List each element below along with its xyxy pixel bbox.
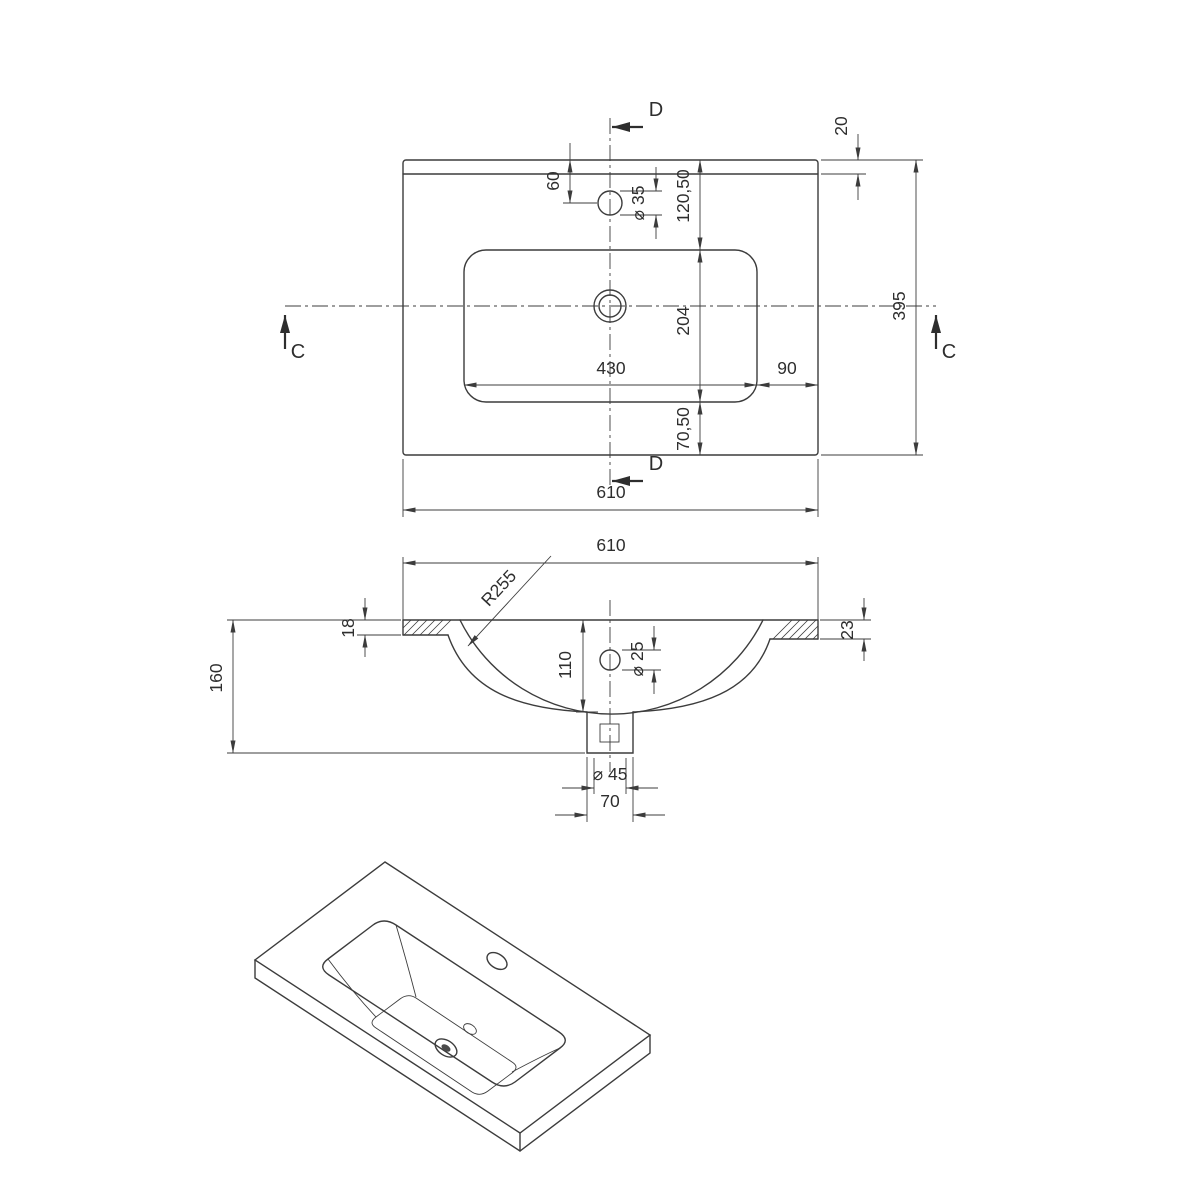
section-dimensions: 610 R255 18 23 160: [206, 535, 871, 822]
overflow-hole-section: [599, 649, 621, 671]
section-c-label-right: C: [942, 341, 956, 363]
dim-faucet-offset: 60: [543, 143, 597, 204]
dim-label-dia45: ⌀ 45: [593, 764, 628, 784]
dim-label-dia25: ⌀ 25: [627, 642, 647, 677]
dim-faucet-diameter: ⌀ 35: [620, 167, 662, 239]
dim-bowl-to-edge: 90: [756, 358, 819, 388]
bowl-outer-curve-right: [632, 638, 771, 713]
dim-label-70-50: 70,50: [673, 407, 693, 451]
dim-overall-depth: 395: [821, 159, 923, 456]
dim-label-23: 23: [837, 620, 857, 639]
bowl-outline-top: [463, 249, 758, 403]
iso-bowl-wall-right: [511, 1047, 561, 1073]
section-cut-markers: D D C C: [280, 99, 956, 486]
dim-vertical-chain: 120,50 204 70,50: [673, 159, 703, 456]
dim-label-395: 395: [889, 291, 909, 320]
dim-label-r255: R255: [477, 566, 520, 610]
dim-label-610-section: 610: [596, 535, 625, 555]
top-view-dimensions: 60 ⌀ 35 120,50 204 70,50 430 90: [402, 116, 923, 517]
dim-label-430: 430: [596, 358, 625, 378]
dim-drain-width: 70: [555, 757, 665, 822]
iso-bowl-bottom: [371, 995, 517, 1095]
basin-top-outline: [402, 159, 819, 456]
dim-label-160: 160: [206, 663, 226, 692]
hatch-left-rim: [402, 619, 452, 636]
dim-overall-width-section: 610: [402, 535, 819, 620]
iso-drain: [434, 1038, 458, 1058]
bowl-inner-curve: [459, 619, 764, 715]
dim-overflow-diameter: ⌀ 25: [622, 626, 661, 694]
hatch-right-rim: [772, 619, 819, 640]
iso-bowl-wall-back: [395, 924, 417, 998]
section-d-label-top: D: [649, 99, 663, 121]
dim-label-90: 90: [777, 358, 797, 378]
dim-right-thickness: 23: [820, 598, 871, 661]
dim-bowl-depth: 110: [555, 619, 598, 713]
section-object: [402, 619, 819, 754]
bowl-outer-curve-left: [447, 634, 588, 713]
isometric-view: [253, 861, 652, 1152]
dim-label-18: 18: [338, 618, 358, 637]
dim-label-60: 60: [543, 171, 563, 191]
iso-drain-center: [441, 1044, 451, 1052]
faucet-hole-top: [597, 190, 623, 216]
drain-fitting: [586, 711, 634, 754]
dim-overall-width-top: 610: [402, 459, 819, 517]
iso-top-face: [253, 861, 652, 1134]
dim-label-20: 20: [831, 116, 851, 136]
top-view-centerlines: [285, 118, 936, 487]
iso-faucet-hole: [486, 951, 508, 971]
dim-label-204: 204: [673, 306, 693, 335]
dim-label-120-50: 120,50: [673, 169, 693, 223]
drain-outer-top: [593, 289, 627, 323]
dim-left-thickness: 18: [338, 598, 401, 657]
drain-hole-section: [599, 723, 620, 743]
iso-bowl-rim: [322, 920, 566, 1087]
section-c-label-left: C: [291, 341, 305, 363]
dim-label-610-top: 610: [596, 482, 625, 502]
drain-inner-top: [598, 294, 622, 318]
section-d-label-bottom: D: [649, 453, 663, 475]
iso-overflow-hole: [463, 1023, 477, 1035]
dim-label-110: 110: [555, 651, 575, 679]
dim-overall-height: 160: [206, 619, 585, 754]
dim-drain-diameter: ⌀ 45: [562, 758, 658, 794]
dim-bowl-width: 430: [463, 358, 758, 388]
dim-bowl-radius: R255: [467, 555, 552, 647]
dim-label-70: 70: [600, 791, 620, 811]
iso-bowl-wall-left: [327, 958, 377, 1018]
dim-back-rim: 20: [821, 116, 866, 200]
dim-label-dia35: ⌀ 35: [628, 186, 648, 221]
top-view-object: [402, 159, 819, 456]
